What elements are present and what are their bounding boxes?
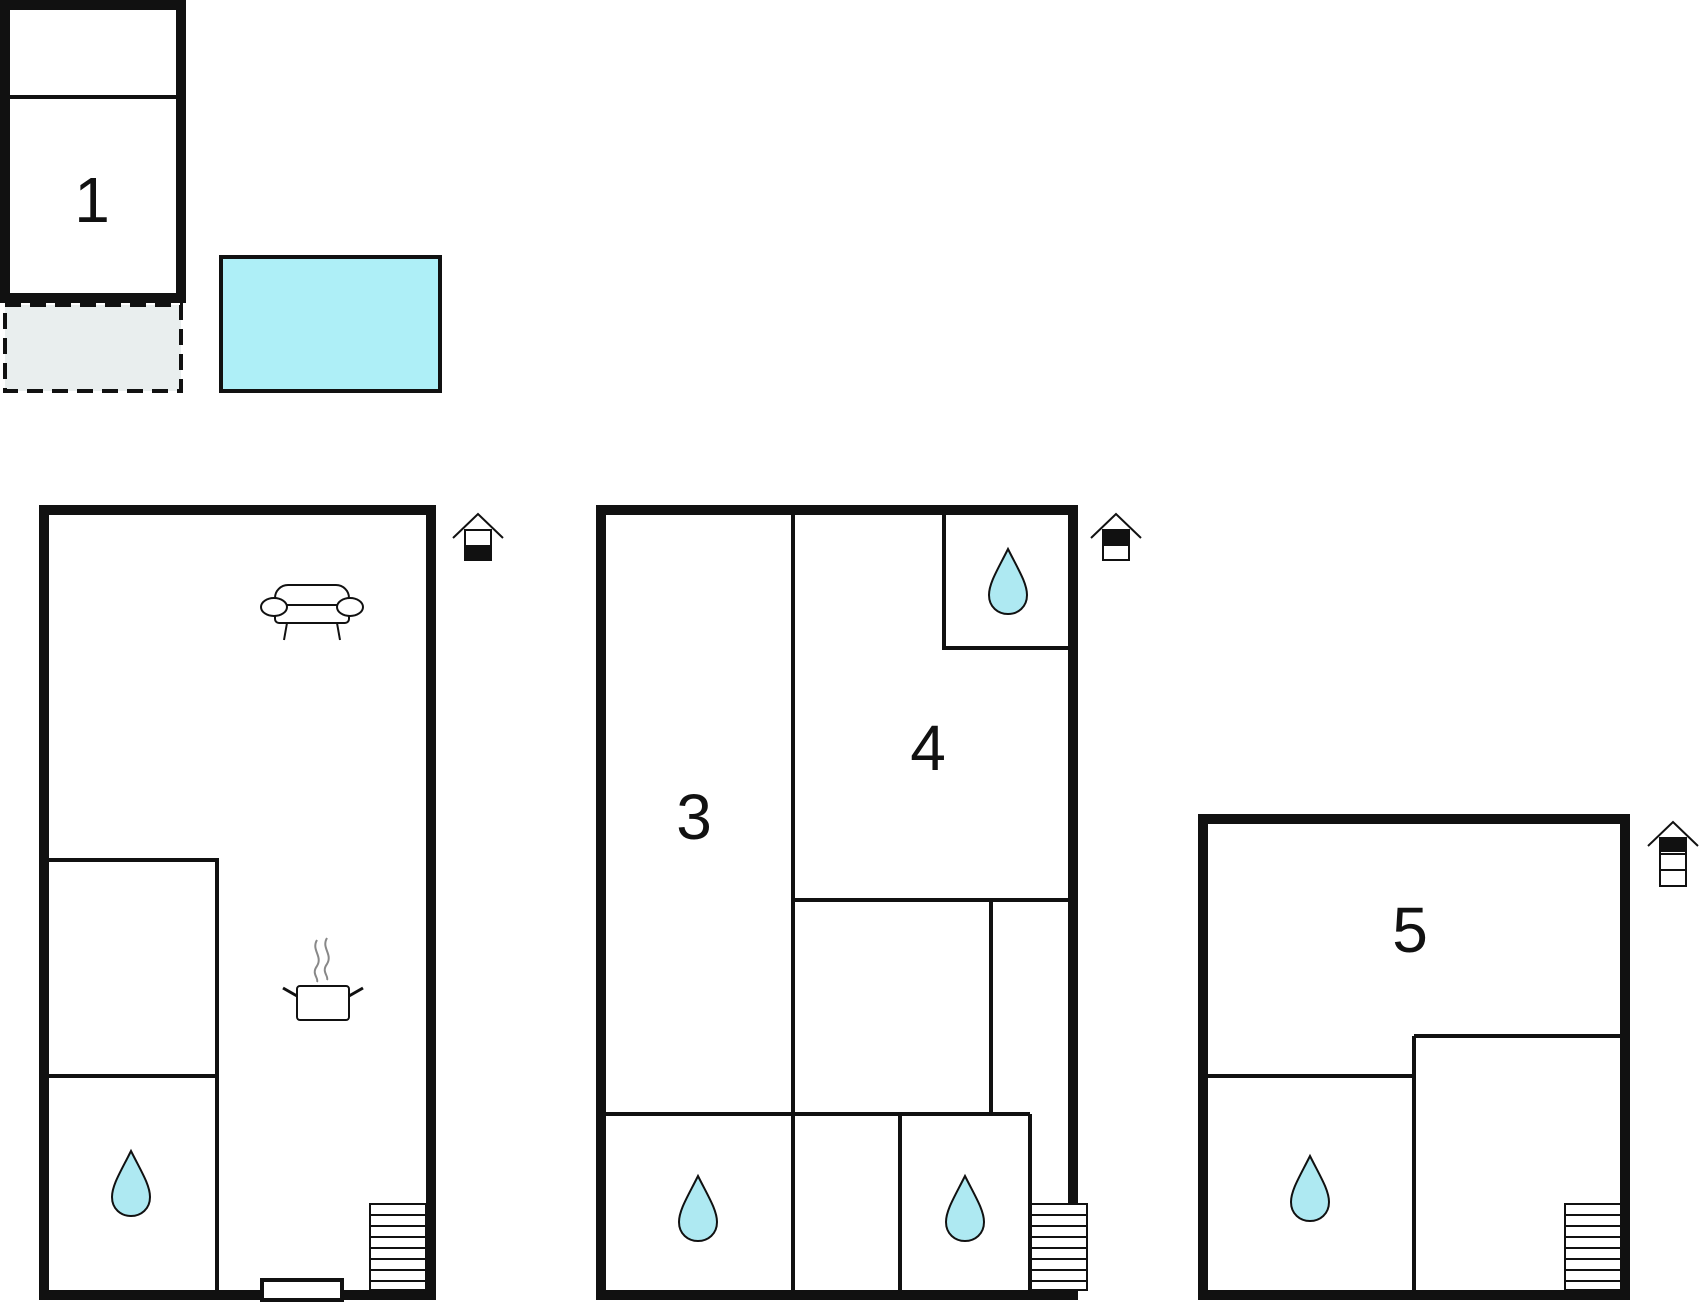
room-number-3: 3 — [676, 781, 712, 853]
annex-building: 1 — [0, 0, 186, 303]
house-floor-icon — [1647, 820, 1699, 887]
second-floor: 5 — [1198, 814, 1699, 1300]
terrace — [3, 303, 183, 393]
water-drop-icon — [1290, 1155, 1330, 1222]
room-number-1: 1 — [74, 164, 110, 236]
water-drop-icon — [678, 1175, 718, 1242]
swimming-pool — [219, 255, 442, 393]
stairs-icon — [1030, 1203, 1088, 1291]
ground-floor — [39, 505, 504, 1302]
house-floor-icon — [1090, 512, 1142, 561]
house-floor-icon — [452, 512, 504, 561]
entrance-door-icon — [260, 1278, 344, 1302]
stairs-icon — [1564, 1203, 1622, 1291]
water-drop-icon — [988, 548, 1028, 615]
stairs-icon — [369, 1203, 427, 1291]
sofa-icon — [260, 584, 364, 641]
water-drop-icon — [111, 1150, 151, 1217]
water-drop-icon — [945, 1175, 985, 1242]
room-number-4: 4 — [910, 712, 946, 784]
cooking-pot-icon — [282, 937, 364, 1021]
first-floor: 3 4 — [596, 505, 1142, 1300]
room-number-5: 5 — [1392, 894, 1428, 966]
